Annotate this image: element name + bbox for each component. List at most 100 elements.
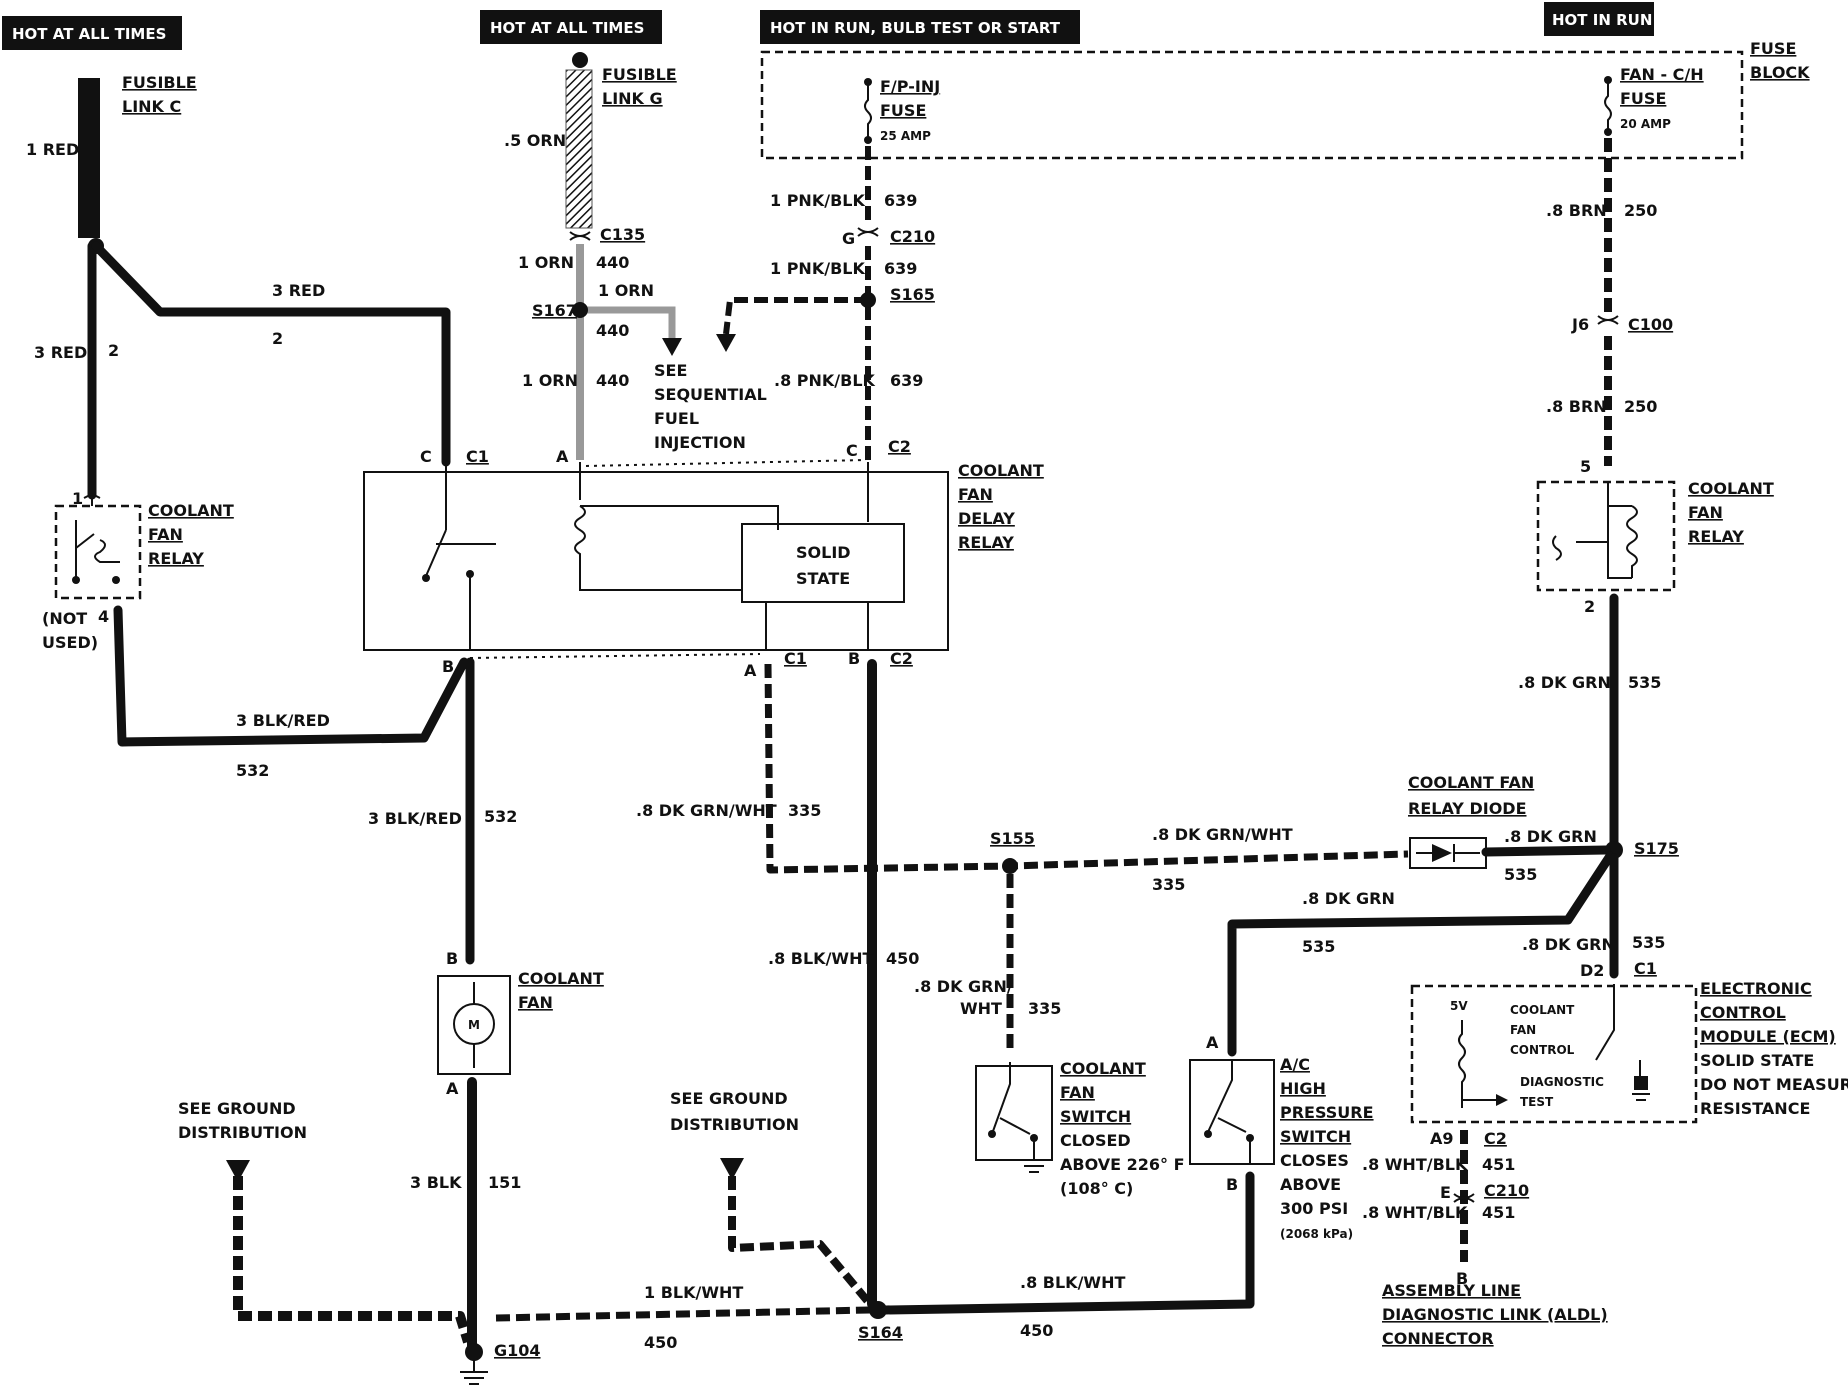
wire-label-dk-grn-wht: .8 DK GRN/WHT (636, 801, 777, 820)
see-ground-mid: SEE GROUND (670, 1089, 788, 1108)
wire-label-dk-grn-wht-2: .8 DK GRN/WHT (1152, 825, 1293, 844)
wire-num-639-a: 639 (884, 191, 917, 210)
header-hot-run: HOT IN RUN (1544, 2, 1654, 36)
fan-ch-fuse-label: FAN - C/H (1620, 65, 1704, 84)
wire-label-blk-red: 3 BLK/RED (236, 711, 330, 730)
cfdr-label: COOLANT (958, 461, 1044, 480)
wire-label-brn: .8 BRN (1546, 201, 1607, 220)
wire-num-451-2: 451 (1482, 1203, 1515, 1222)
wire-num-535: 535 (1628, 673, 1661, 692)
wire-ground-left (233, 1176, 473, 1344)
aldl-pin-b: B (1456, 1269, 1468, 1288)
wire-label-blk-wht: .8 BLK/WHT (768, 949, 873, 968)
svg-text:HOT AT ALL TIMES: HOT AT ALL TIMES (490, 19, 644, 37)
wire-blk-wht-to-ac (881, 1171, 1255, 1315)
ac-label-6: ABOVE (1280, 1175, 1341, 1194)
pin-e: E (1440, 1183, 1451, 1202)
ecm-5v-label: 5V (1450, 999, 1468, 1013)
aldl-label-3: CONNECTOR (1382, 1329, 1494, 1348)
coolant-fan-relay-left (54, 504, 142, 600)
pin-5: 5 (1580, 457, 1591, 476)
cfs-label-2: FAN (1060, 1083, 1095, 1102)
solid-state-label-2: STATE (796, 569, 850, 588)
ecm-label-4: SOLID STATE (1700, 1051, 1814, 1070)
wire-5-orn: .5 ORN (504, 131, 566, 150)
diode-label-2: RELAY DIODE (1408, 799, 1527, 818)
wire-num-451: 451 (1482, 1155, 1515, 1174)
fp-inj-fuse (864, 78, 872, 144)
coolant-fan-motor (437, 975, 511, 1075)
wire-dk-grn-to-ac (1227, 851, 1615, 1057)
cfdr-label-2: FAN (958, 485, 993, 504)
wire-num-450-c: 450 (1020, 1321, 1053, 1340)
cfdr-pin-b: B (442, 657, 454, 676)
cfs-label-3: SWITCH (1060, 1107, 1131, 1126)
fan-ch-fuse-amp: 20 AMP (1620, 117, 1671, 131)
wire-label-dk-grn-2: .8 DK GRN (1504, 827, 1597, 846)
ecm-inner-label-2: FAN (1510, 1023, 1536, 1037)
wire-label-dk-grn-b: WHT (960, 999, 1002, 1018)
pin-a9: A9 (1430, 1129, 1454, 1148)
ecm-inner-label-5: TEST (1520, 1095, 1554, 1109)
cfdr-label-4: RELAY (958, 533, 1014, 552)
relay-left-label: COOLANT (148, 501, 234, 520)
cfdr-pin-a: A (556, 447, 569, 466)
wire-label-1-blk-wht: 1 BLK/WHT (644, 1283, 743, 1302)
wire-label-wht-blk-2: .8 WHT/BLK (1362, 1203, 1468, 1222)
splice-s165: S165 (890, 285, 935, 304)
fuse-block-outline (760, 50, 1744, 160)
ecm-inner-label-3: CONTROL (1510, 1043, 1575, 1057)
relay-left-label-2: FAN (148, 525, 183, 544)
cfdr-c1-bottom: C1 (784, 649, 807, 668)
fusible-link-c-label-2: LINK C (122, 97, 181, 116)
ecm-c1: C1 (1634, 959, 1657, 978)
cfs-label-5: ABOVE 226° F (1060, 1155, 1185, 1174)
wire-label-3-red-left: 3 RED (34, 343, 87, 362)
wire-num-532-b: 532 (484, 807, 517, 826)
wire-num-535-4: 535 (1632, 933, 1665, 952)
relay-right-label: COOLANT (1688, 479, 1774, 498)
see-ground-left: SEE GROUND (178, 1099, 296, 1118)
fan-ch-fuse (1604, 76, 1612, 136)
ecm-inner-label: COOLANT (1510, 1003, 1575, 1017)
pin-2: 2 (1584, 597, 1595, 616)
ecm-label-5: DO NOT MEASURE (1700, 1075, 1848, 1094)
wire-label-dk-grn-a: .8 DK GRN/ (914, 977, 1013, 996)
ac-label-3: PRESSURE (1280, 1103, 1374, 1122)
see-sfi-label: SEE (654, 361, 687, 380)
wire-3-blk-red-532 (113, 605, 469, 747)
wire-orn-to-sfi (580, 306, 676, 340)
fusible-link-g (565, 69, 593, 229)
wire-label-dk-grn-4: .8 DK GRN (1522, 935, 1615, 954)
pin-g: G (842, 229, 855, 248)
ecm-inner-label-4: DIAGNOSTIC (1520, 1075, 1604, 1089)
splice-s167: S167 (532, 301, 577, 320)
wire-num-440-b: 440 (596, 321, 629, 340)
fusible-link-g-label-2: LINK G (602, 89, 663, 108)
wire-label-pnk-blk-a: 1 PNK/BLK (770, 191, 865, 210)
wire-num-2-left: 2 (108, 341, 119, 360)
cfdr-pin-a-bottom: A (744, 661, 757, 680)
wire-num-250-2: 250 (1624, 397, 1657, 416)
fp-inj-fuse-label: F/P-INJ (880, 77, 940, 96)
cfdr-label-3: DELAY (958, 509, 1015, 528)
wire-3-red-to-cfdr (91, 241, 451, 467)
fan-pin-a: A (446, 1079, 459, 1098)
pin-d2: D2 (1580, 961, 1604, 980)
ecm-label-2: CONTROL (1700, 1003, 1786, 1022)
wire-label-wht-blk: .8 WHT/BLK (1362, 1155, 1468, 1174)
connector-c210-right: C210 (1484, 1181, 1529, 1200)
wire-num-335-3: 335 (1028, 999, 1061, 1018)
wire-label-1-orn-c: 1 ORN (522, 371, 578, 390)
wire-label-dk-grn-3: .8 DK GRN (1302, 889, 1395, 908)
cfs-label-4: CLOSED (1060, 1131, 1131, 1150)
splice-s164: S164 (858, 1323, 903, 1342)
aldl-label: ASSEMBLY LINE (1382, 1281, 1521, 1300)
not-used-label: (NOT (42, 609, 87, 628)
see-sfi-label-4: INJECTION (654, 433, 746, 452)
ecm-label-6: RESISTANCE (1700, 1099, 1810, 1118)
fan-pin-b: B (446, 949, 458, 968)
wire-num-450-b: 450 (644, 1333, 677, 1352)
cfdr-pin-c: C (420, 447, 432, 466)
